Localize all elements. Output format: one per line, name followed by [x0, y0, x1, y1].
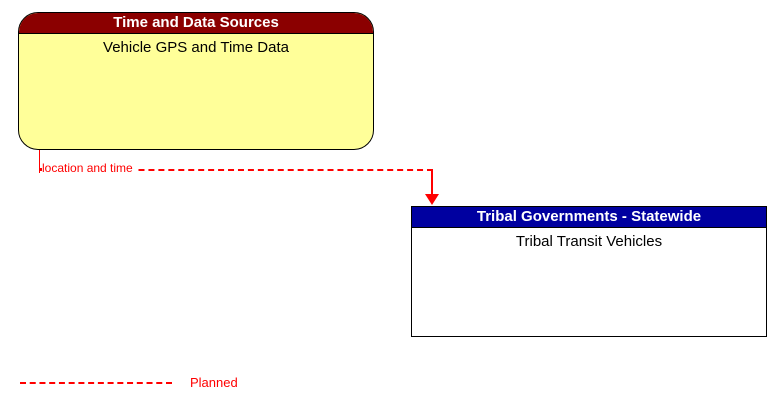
legend-planned-label: Planned	[190, 375, 238, 390]
flow-location-and-time-label[interactable]: location and time	[42, 161, 136, 175]
legend-planned-dash-sample	[20, 382, 172, 384]
node-vehicle-gps-and-time-data[interactable]: Time and Data Sources Vehicle GPS and Ti…	[18, 12, 374, 150]
node-destination-stakeholder-header: Tribal Governments - Statewide	[412, 207, 766, 228]
legend: Planned	[20, 374, 320, 394]
node-source-name: Vehicle GPS and Time Data	[103, 39, 289, 56]
flow-location-and-time-vertical-drop	[431, 169, 433, 197]
node-tribal-transit-vehicles[interactable]: Tribal Governments - Statewide Tribal Tr…	[411, 206, 767, 337]
flow-location-and-time-origin-stub	[39, 150, 40, 173]
flow-location-and-time-dashed-line	[39, 169, 433, 171]
node-source-stakeholder-header: Time and Data Sources	[19, 13, 373, 34]
node-destination-name: Tribal Transit Vehicles	[515, 233, 663, 250]
flow-location-and-time-arrowhead-icon	[425, 194, 439, 205]
